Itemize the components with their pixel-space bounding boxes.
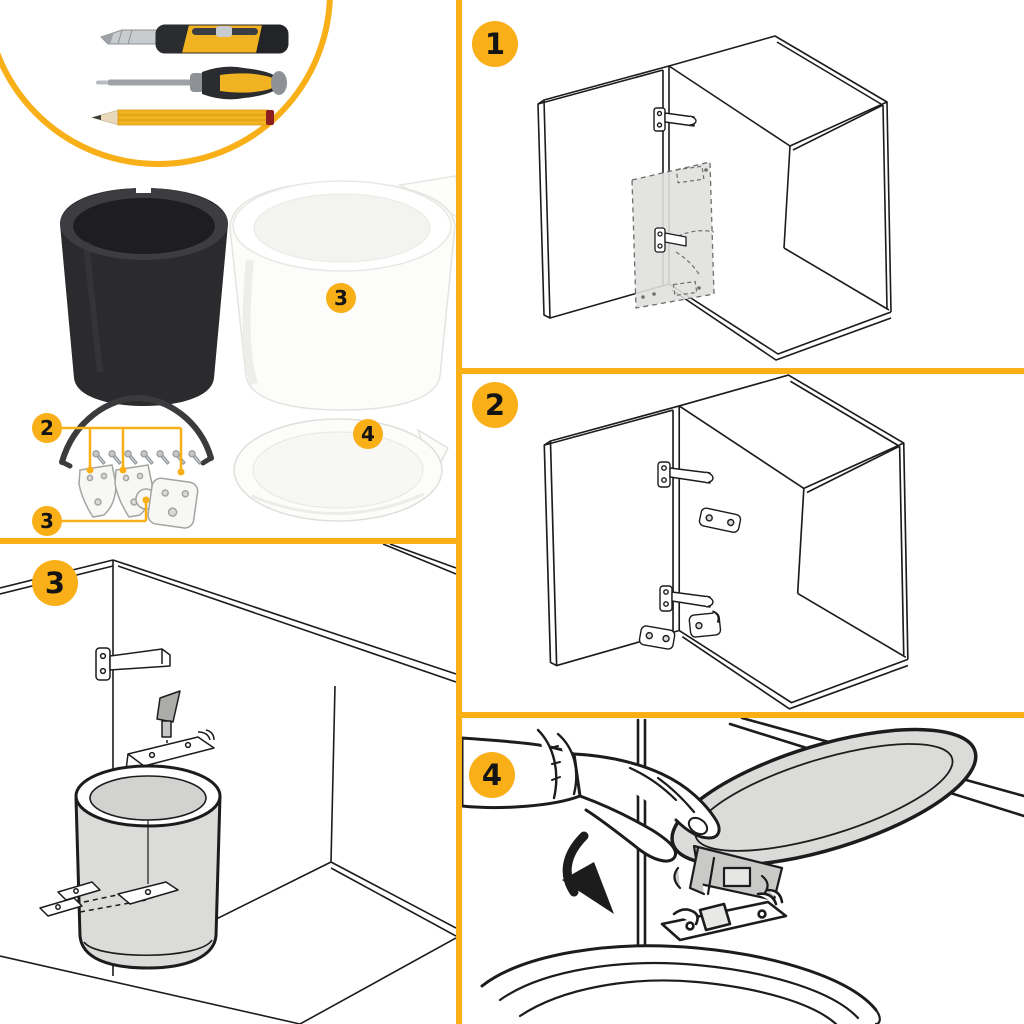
step3-illustration bbox=[0, 544, 456, 1024]
bin-rim-step4 bbox=[480, 944, 881, 1024]
panel-parts-and-tools: 2 3 3 4 bbox=[0, 0, 456, 538]
panel-step-3: 3 bbox=[0, 544, 456, 1024]
part-callout-white-bin: 3 bbox=[326, 283, 356, 313]
panel-step-2: 2 bbox=[462, 374, 1024, 712]
lid-hinge-mechanism bbox=[673, 844, 784, 902]
drilling-template bbox=[631, 161, 715, 309]
part-callout-bracket: 3 bbox=[32, 506, 62, 536]
divider-horizontal-right-top bbox=[462, 368, 1024, 374]
wingnut-and-bracket bbox=[125, 690, 215, 790]
divider-horizontal-right-bottom bbox=[462, 712, 1024, 718]
tools-circle bbox=[0, 0, 333, 167]
parts-illustration bbox=[0, 0, 456, 529]
cabinet-interior-step3 bbox=[0, 544, 456, 1024]
lower-brackets bbox=[39, 881, 179, 917]
step-4-badge: 4 bbox=[469, 752, 515, 798]
divider-horizontal-left bbox=[0, 538, 456, 544]
divider-vertical bbox=[456, 0, 462, 1024]
panel-step-4: 4 bbox=[462, 718, 1024, 1024]
cabinet-step1 bbox=[537, 35, 892, 361]
door-bracket-step4 bbox=[660, 888, 788, 942]
callout-lines bbox=[62, 426, 185, 523]
bin-handle-ends bbox=[59, 455, 214, 469]
utility-knife-icon bbox=[100, 24, 289, 54]
step1-illustration bbox=[537, 35, 892, 361]
panel-step-1: 1 bbox=[462, 0, 1024, 368]
hinges-step2 bbox=[638, 461, 742, 650]
step4-illustration bbox=[462, 718, 1024, 1024]
step-2-badge: 2 bbox=[472, 382, 518, 428]
hinge-step3 bbox=[95, 647, 171, 681]
screwdriver-icon bbox=[96, 66, 287, 100]
lid-step4 bbox=[670, 727, 978, 902]
bin-handle-bow bbox=[59, 394, 214, 465]
screws bbox=[92, 450, 202, 465]
mounting-brackets bbox=[78, 464, 199, 529]
rotate-down-arrow bbox=[562, 831, 614, 914]
cabinet-step2 bbox=[543, 374, 909, 710]
part-callout-lid: 4 bbox=[353, 419, 383, 449]
step-3-badge: 3 bbox=[32, 560, 78, 606]
hinge-step1 bbox=[653, 107, 697, 132]
lid-part bbox=[233, 418, 449, 522]
step2-illustration bbox=[543, 374, 909, 710]
pencil-icon bbox=[90, 109, 274, 126]
part-callout-hardware: 2 bbox=[32, 413, 62, 443]
mounted-bin bbox=[74, 764, 222, 970]
black-bucket bbox=[60, 184, 228, 406]
step-1-badge: 1 bbox=[472, 21, 518, 67]
